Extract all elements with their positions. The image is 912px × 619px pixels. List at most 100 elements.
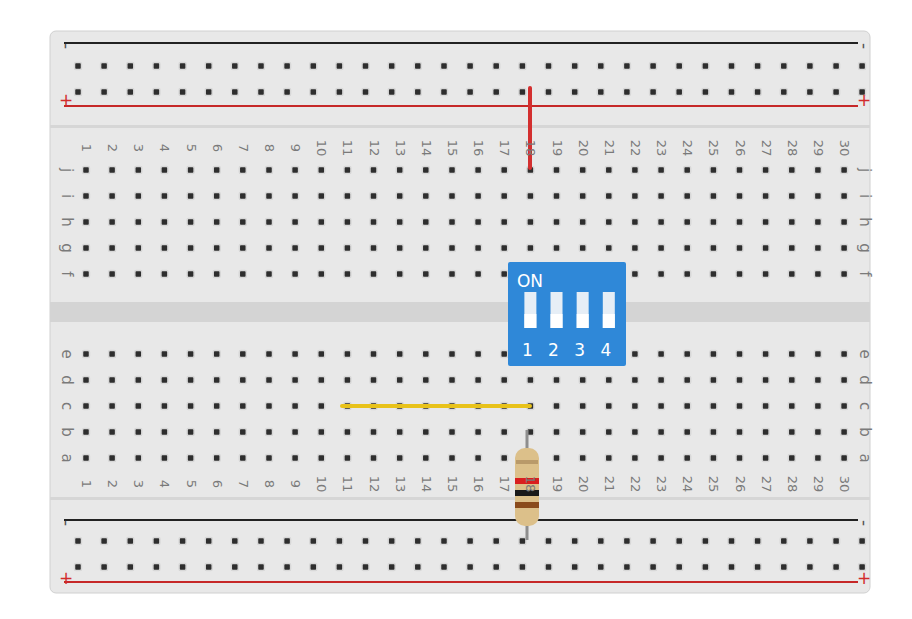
column-number: 24 (681, 140, 694, 157)
switch-number: 1 (522, 342, 533, 359)
column-number: 21 (602, 140, 615, 157)
column-number: 1 (80, 480, 93, 488)
row-letter: f (59, 271, 74, 276)
column-number: 20 (576, 476, 589, 493)
row-letter: a (59, 453, 74, 462)
rail-label: - (856, 43, 873, 49)
column-number: 25 (707, 140, 720, 157)
column-number: 30 (838, 140, 851, 157)
column-number: 9 (289, 144, 302, 152)
hole-grid (75, 63, 866, 571)
column-number: 18 (524, 476, 537, 493)
row-letter: j (59, 168, 74, 172)
jumper-wire (342, 404, 530, 408)
column-number: 28 (785, 140, 798, 157)
breadboard-body (50, 31, 870, 593)
row-letter: d (59, 375, 74, 385)
column-number: 29 (811, 140, 824, 157)
column-number: 19 (550, 140, 563, 157)
column-number: 11 (341, 140, 354, 157)
switch-number: 2 (548, 342, 559, 359)
column-number: 14 (419, 476, 432, 493)
column-number: 5 (184, 480, 197, 488)
column-number: 27 (759, 476, 772, 493)
resistor-symbol (515, 430, 539, 540)
column-number: 8 (263, 480, 276, 488)
row-letter: h (59, 217, 74, 227)
switch-label: ON (517, 273, 543, 290)
column-number: 29 (811, 476, 824, 493)
column-number: 7 (236, 480, 249, 488)
row-letter: j (857, 168, 872, 172)
column-number: 15 (446, 476, 459, 493)
row-letter: i (59, 194, 74, 198)
negative-rail-line (64, 42, 858, 44)
row-letter: g (857, 243, 872, 253)
switch-number: 4 (600, 342, 611, 359)
column-number: 30 (838, 476, 851, 493)
row-letter: a (857, 453, 872, 462)
column-number: 22 (628, 140, 641, 157)
column-number: 15 (446, 140, 459, 157)
column-number: 10 (315, 140, 328, 157)
column-number: 12 (367, 476, 380, 493)
column-number: 5 (184, 144, 197, 152)
column-number: 6 (210, 480, 223, 488)
column-number: 14 (419, 140, 432, 157)
column-number: 25 (707, 476, 720, 493)
row-letter: e (59, 349, 74, 358)
column-number: 3 (132, 480, 145, 488)
column-number: 4 (158, 480, 171, 488)
column-number: 16 (472, 476, 485, 493)
column-number: 28 (785, 476, 798, 493)
column-number: 21 (602, 476, 615, 493)
rail-label: + (59, 570, 73, 587)
row-letter: b (59, 427, 74, 437)
negative-rail-line (64, 519, 858, 521)
column-number: 17 (498, 140, 511, 157)
column-number: 17 (498, 476, 511, 493)
rail-label: + (857, 570, 871, 587)
column-number: 4 (158, 144, 171, 152)
column-number: 26 (733, 140, 746, 157)
column-number: 8 (263, 144, 276, 152)
column-number: 23 (655, 140, 668, 157)
column-number: 6 (210, 144, 223, 152)
row-letter: c (59, 402, 74, 410)
column-number: 22 (628, 476, 641, 493)
rail-label: - (58, 520, 75, 526)
row-letter: d (857, 375, 872, 385)
row-letter: h (857, 217, 872, 227)
column-number: 24 (681, 476, 694, 493)
column-number: 2 (106, 480, 119, 488)
column-number: 11 (341, 476, 354, 493)
switch-number: 3 (574, 342, 585, 359)
column-number: 13 (393, 140, 406, 157)
column-number: 16 (472, 140, 485, 157)
column-number: 23 (655, 476, 668, 493)
column-number: 20 (576, 140, 589, 157)
column-number: 26 (733, 476, 746, 493)
column-number: 9 (289, 480, 302, 488)
column-number: 10 (315, 476, 328, 493)
rail-divider (50, 125, 870, 128)
column-number: 19 (550, 476, 563, 493)
dip-switch (508, 262, 626, 366)
rail-label: + (857, 92, 871, 109)
column-number: 12 (367, 140, 380, 157)
positive-rail-line (64, 581, 858, 583)
positive-rail-line (64, 105, 858, 107)
row-letter: f (857, 271, 872, 276)
column-number: 1 (80, 144, 93, 152)
column-number: 2 (106, 144, 119, 152)
row-letter: b (857, 427, 872, 437)
row-letter: g (59, 243, 74, 253)
center-groove (50, 302, 870, 322)
column-number: 13 (393, 476, 406, 493)
row-letter: e (857, 349, 872, 358)
column-number: 3 (132, 144, 145, 152)
rail-label: - (58, 43, 75, 49)
rail-divider (50, 497, 870, 500)
column-number: 7 (236, 144, 249, 152)
